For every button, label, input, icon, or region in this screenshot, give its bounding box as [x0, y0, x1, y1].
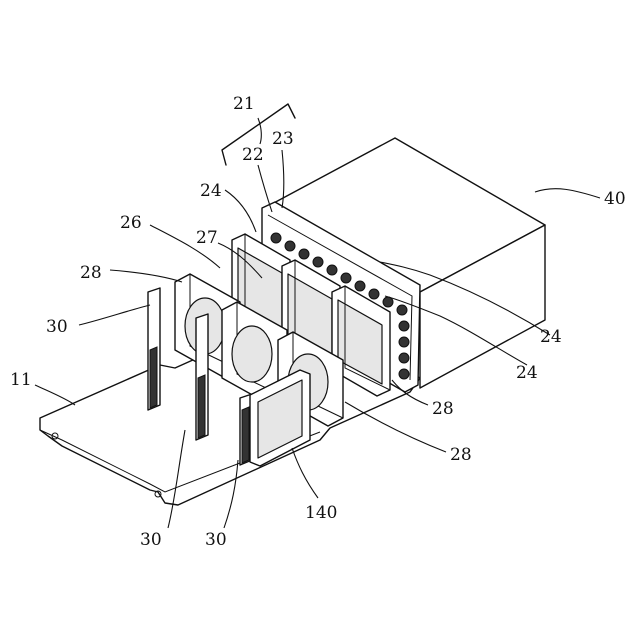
label-11: 11	[10, 370, 32, 390]
label-140: 140	[305, 503, 337, 523]
label-24-right-lower: 24	[516, 363, 538, 383]
post-1	[148, 288, 160, 410]
label-26: 26	[120, 213, 142, 233]
label-23: 23	[272, 129, 294, 149]
label-28-left: 28	[80, 263, 102, 283]
label-22: 22	[242, 145, 264, 165]
post-2	[196, 314, 208, 440]
label-24-top: 24	[200, 181, 222, 201]
label-30-bottom-middle: 30	[205, 530, 227, 550]
label-30-left: 30	[46, 317, 68, 337]
label-24-right-upper: 24	[540, 327, 562, 347]
label-40: 40	[604, 189, 626, 209]
label-21: 21	[233, 94, 255, 114]
label-28-right-upper: 28	[432, 399, 454, 419]
label-27: 27	[196, 228, 218, 248]
label-28-right-lower: 28	[450, 445, 472, 465]
label-30-bottom-left: 30	[140, 530, 162, 550]
